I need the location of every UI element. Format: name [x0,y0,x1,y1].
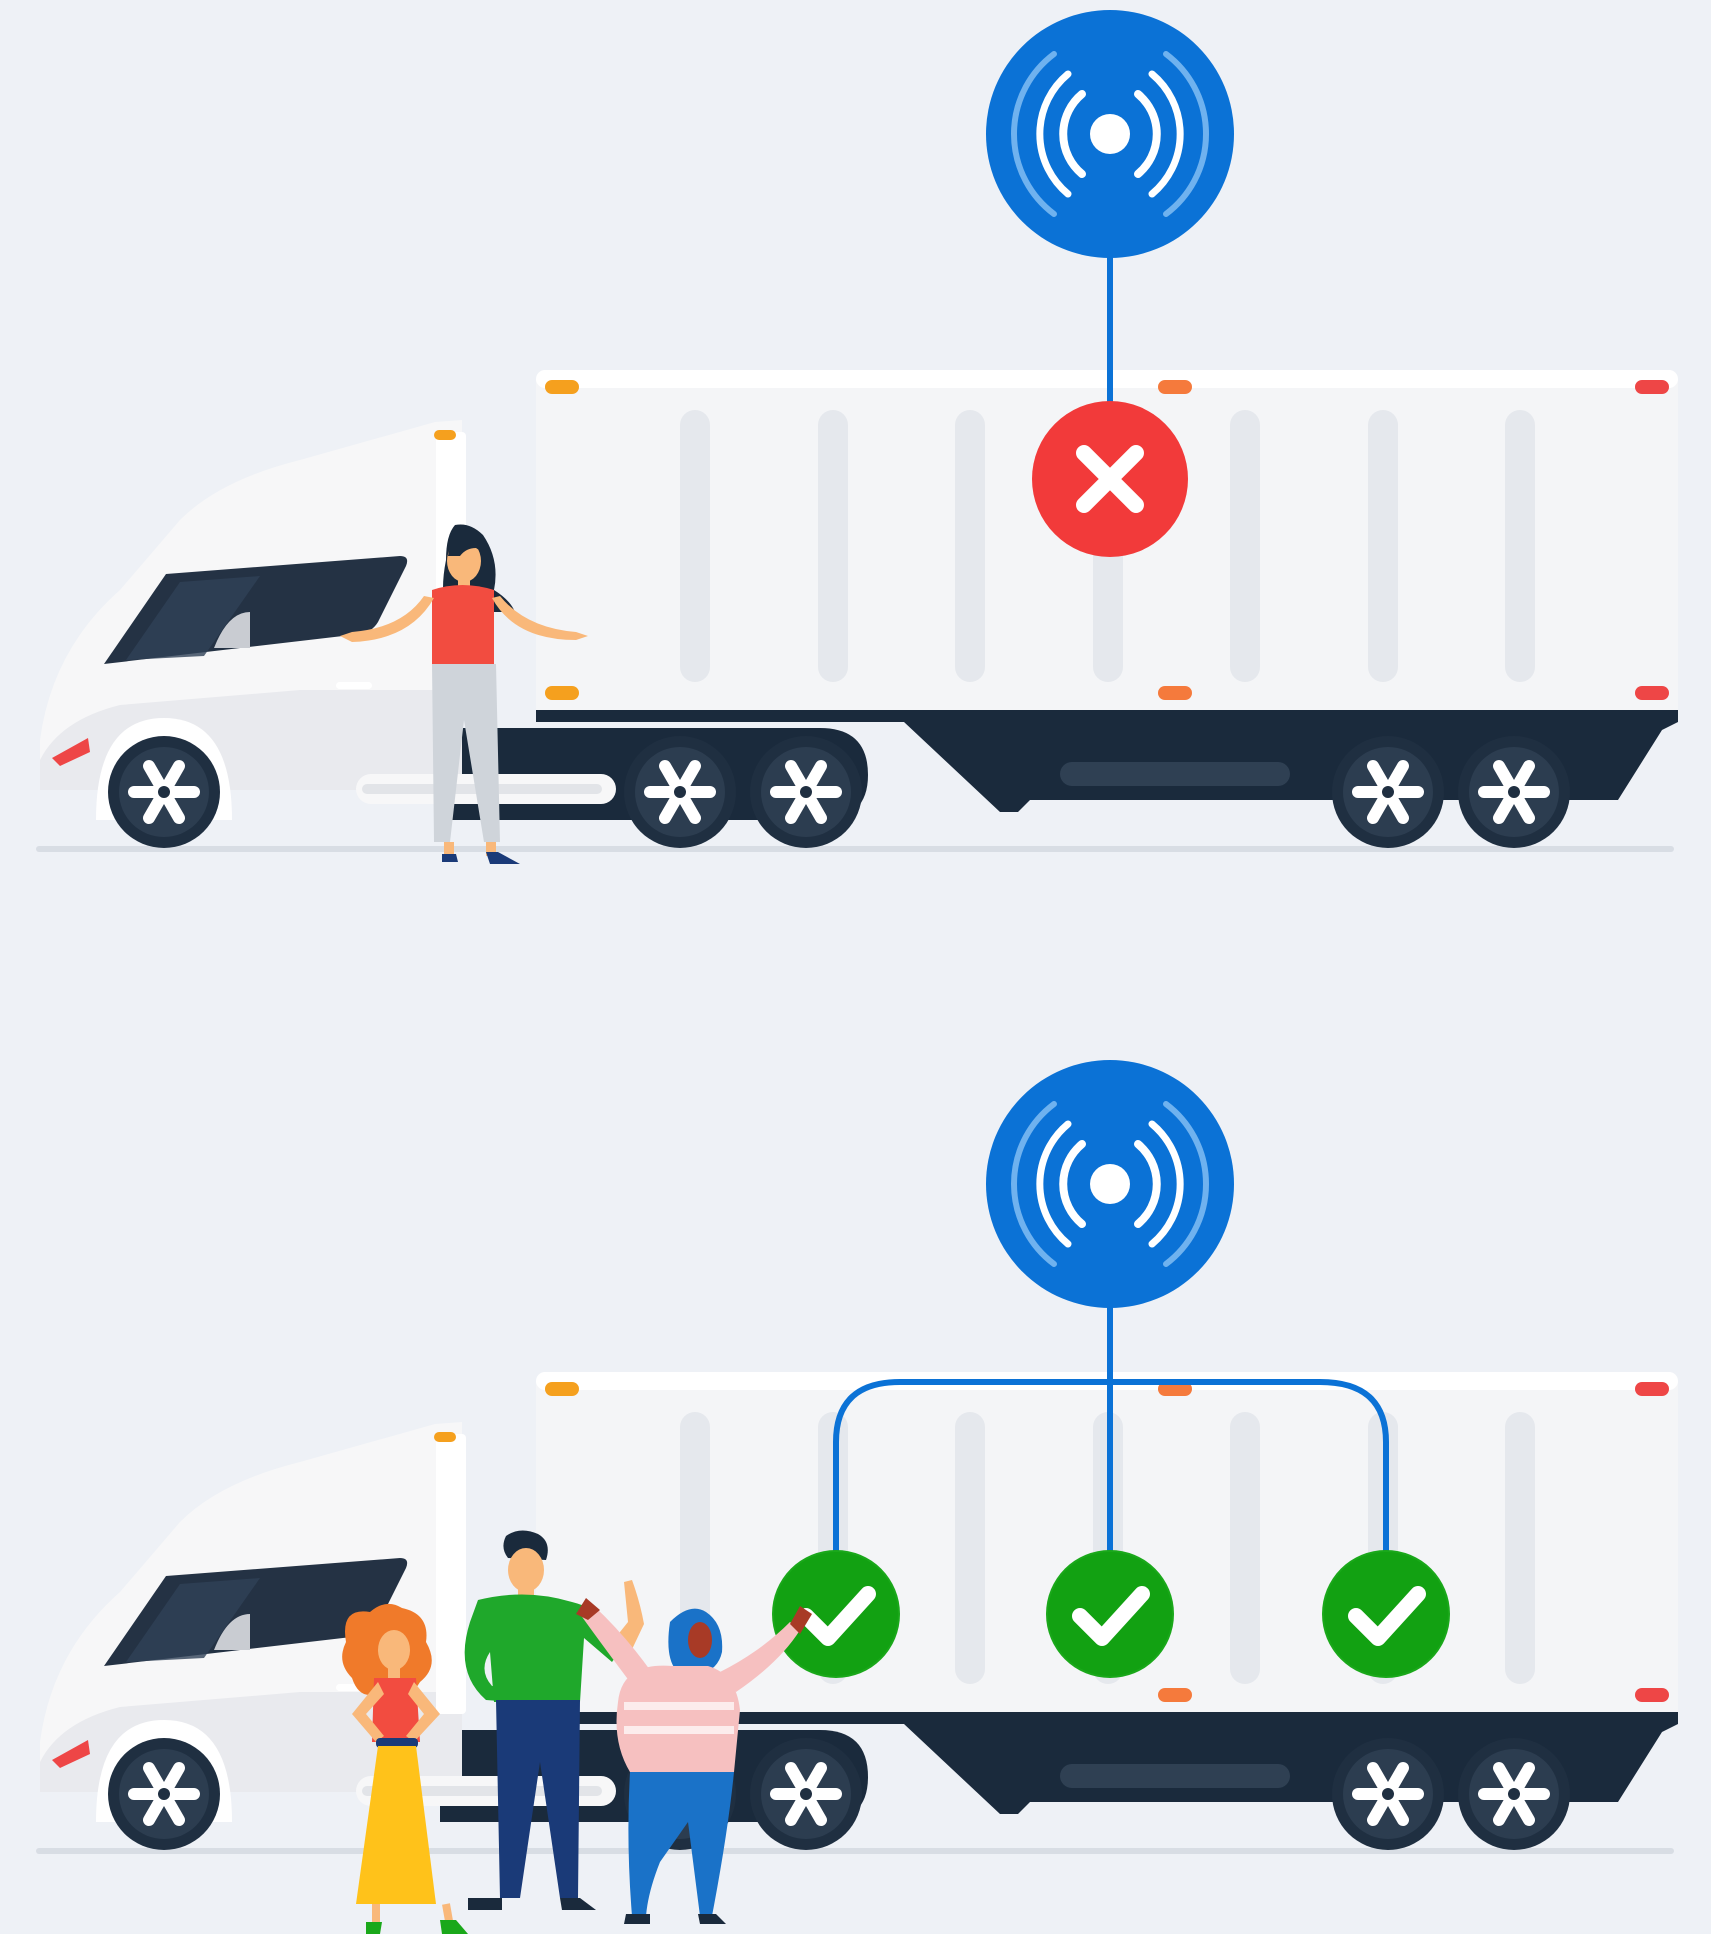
wireless-broadcast-icon [986,10,1234,258]
wireless-broadcast-icon [986,1060,1234,1308]
truck [36,370,1678,852]
success-check-icon [1046,1550,1174,1678]
connector-line [1107,250,1113,420]
scene-single-connection [36,10,1678,864]
success-check-icon [1322,1550,1450,1678]
scene-multiple-connections [36,1060,1678,1934]
error-x-icon [1032,401,1188,557]
success-check-icon [772,1550,900,1678]
